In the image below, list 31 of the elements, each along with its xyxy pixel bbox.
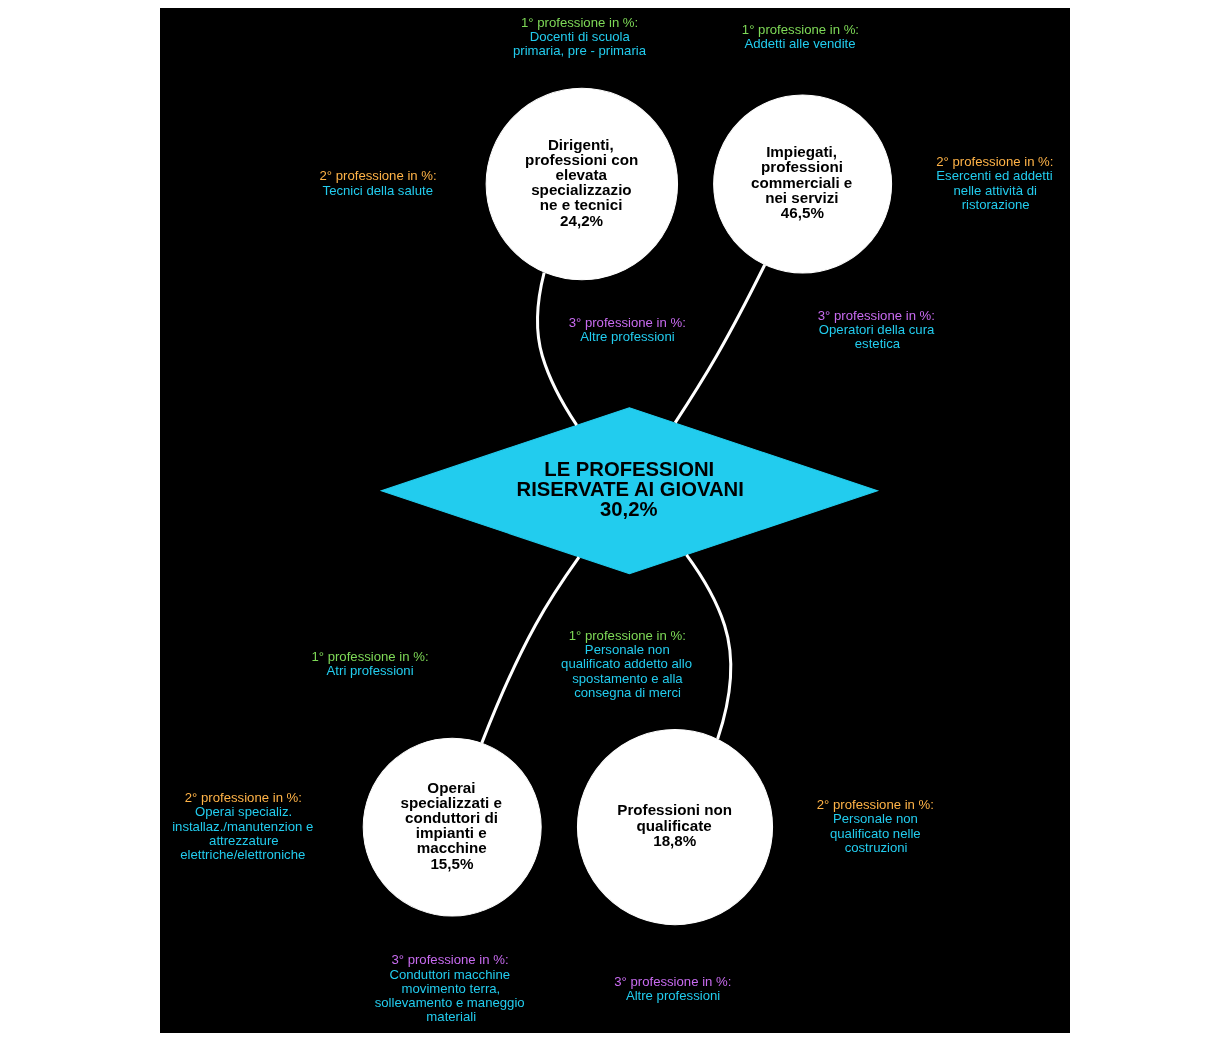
node-label: Operatori della cura estetica: [818, 322, 934, 352]
node-label: Operai specializ. installaz./manutenzion e attrezzature elettriche/elettroniche: [171, 804, 313, 862]
node-label: 1° professione in %:: [310, 649, 429, 665]
node-circle: Professioni non qualificate 18,8%: [576, 729, 773, 926]
node-label: Atri professioni: [326, 663, 414, 679]
node-label: 2° professione in %:: [816, 797, 934, 813]
node-label: Personale non qualificato nelle costruzioni: [829, 811, 921, 855]
node-label: 3° professione in %:: [390, 952, 509, 968]
node-circle: Operai specializzati e conduttori di impianti e macchine 15,5%: [362, 737, 542, 917]
node-label: 1° professione in %:: [741, 21, 859, 37]
node-label: 2° professione in %:: [319, 168, 437, 184]
node-label: 1° professione in %:: [568, 628, 686, 643]
node-label: Altre professioni: [579, 329, 675, 345]
node-label: Personale non qualificato addetto allo spostamento e alla consegna di merci: [560, 642, 692, 700]
node-label: 1° professione in %:: [520, 14, 638, 30]
node-label: 3° professione in %:: [568, 315, 686, 331]
node-circle: Impiegati, professioni commerciali e nei servizi 46,5%: [712, 94, 892, 274]
node-label: 3° professione in %:: [817, 307, 935, 323]
node-circle: Dirigenti, professioni con elevata specializzazio ne e tecnici 24,2%: [485, 87, 678, 281]
node-label: Tecnici della salute: [322, 182, 433, 198]
connector: [684, 554, 732, 740]
node-label: 2° professione in %:: [935, 154, 1053, 170]
node-label: Esercenti ed addetti nelle attività di ristorazione: [935, 168, 1053, 212]
node-label: 2° professione in %:: [184, 790, 302, 806]
node-label: Conduttori macchine movimento terra, sollevamento e maneggio materiali: [374, 966, 525, 1025]
node-diamond: LE PROFESSIONI RISERVATE AI GIOVANI 30,2%: [379, 407, 879, 575]
node-label: 3° professione in %:: [613, 973, 731, 989]
connector: [479, 556, 580, 744]
connector: [535, 272, 578, 426]
connector: [673, 264, 766, 424]
node-label: Addetti alle vendite: [743, 36, 856, 52]
